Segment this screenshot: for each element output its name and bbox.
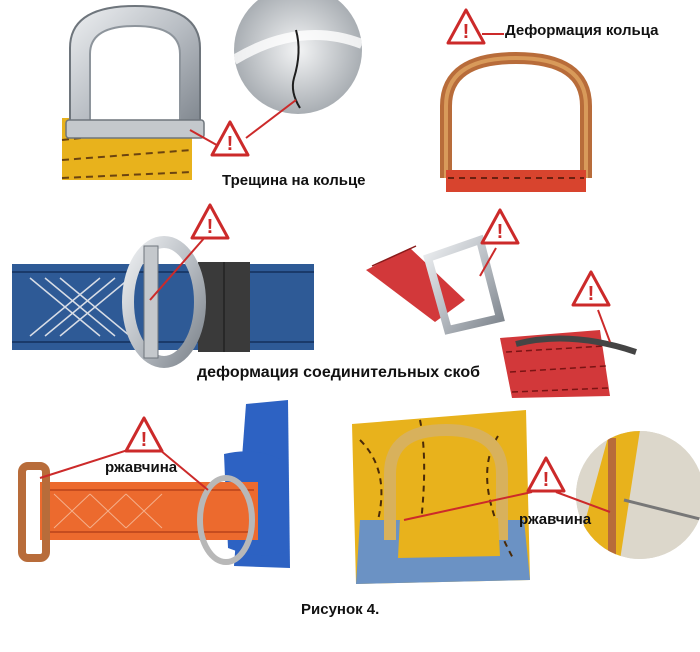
yellow-strap-photo — [352, 410, 530, 584]
warning-icon-rust-left — [124, 416, 164, 453]
warning-icon-red-strap-2 — [571, 270, 611, 307]
warning-icon-red-strap-1 — [480, 208, 520, 245]
crack-zoom-circle — [234, 0, 362, 114]
rust-callout-lines-left — [39, 449, 209, 491]
warning-icon-rust-right — [526, 456, 566, 493]
rust-callout-lines-right — [403, 491, 611, 521]
rust-label-left: ржавчина — [105, 459, 178, 476]
orange-strap-photo — [18, 400, 290, 568]
warning-icon-deformation — [446, 8, 486, 45]
bracket-callout-line — [149, 235, 207, 301]
red-strap-callout-2 — [597, 309, 611, 343]
crack-label: Трещина на кольце — [222, 172, 366, 189]
warning-icon-bracket — [190, 203, 230, 240]
deformed-ring-photo — [440, 51, 592, 192]
d-ring-photo — [61, 4, 205, 180]
ring-deformation-label: Деформация кольца — [505, 22, 659, 39]
warning-icon-crack — [210, 120, 250, 157]
red-strap-callout-1 — [479, 247, 497, 277]
rust-zoom-circle — [576, 431, 700, 559]
rust-label-right: ржавчина — [519, 511, 592, 528]
red-strap-photo — [366, 234, 637, 398]
bracket-deformation-label: деформация соединительных скоб — [197, 364, 480, 381]
figure-caption: Рисунок 4. — [301, 601, 380, 618]
blue-strap-photo — [12, 236, 314, 368]
